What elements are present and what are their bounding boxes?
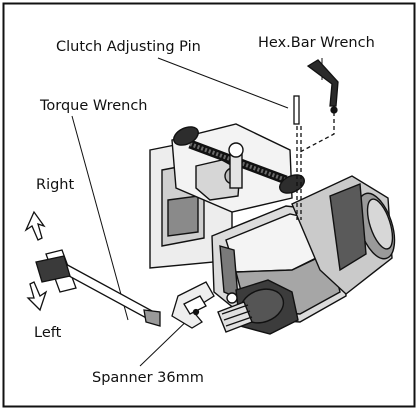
- leader-torque-wrench: [71, 115, 129, 321]
- spanner-wrench: [171, 281, 215, 329]
- hex-wrench: [299, 59, 339, 153]
- arrow-left-rotation: [26, 281, 48, 312]
- leader-clutch-pin: [157, 57, 289, 109]
- knob-left: [173, 126, 199, 146]
- label-right: Right: [36, 177, 75, 193]
- gearbox-body: [149, 123, 396, 335]
- label-left: Left: [34, 325, 62, 341]
- label-hex-bar-wrench: Hex.Bar Wrench: [258, 35, 375, 51]
- output-thread: [217, 301, 253, 333]
- diagram-frame: [2, 2, 416, 408]
- label-spanner-36mm: Spanner 36mm: [92, 370, 204, 386]
- torque-wrench: [35, 249, 161, 327]
- label-clutch-adjusting-pin: Clutch Adjusting Pin: [56, 39, 201, 55]
- clutch-pin: [293, 95, 302, 220]
- arrow-right-rotation: [24, 210, 46, 241]
- rotation-arrows: [24, 210, 48, 312]
- knob-right: [279, 174, 305, 194]
- label-torque-wrench: Torque Wrench: [40, 98, 148, 114]
